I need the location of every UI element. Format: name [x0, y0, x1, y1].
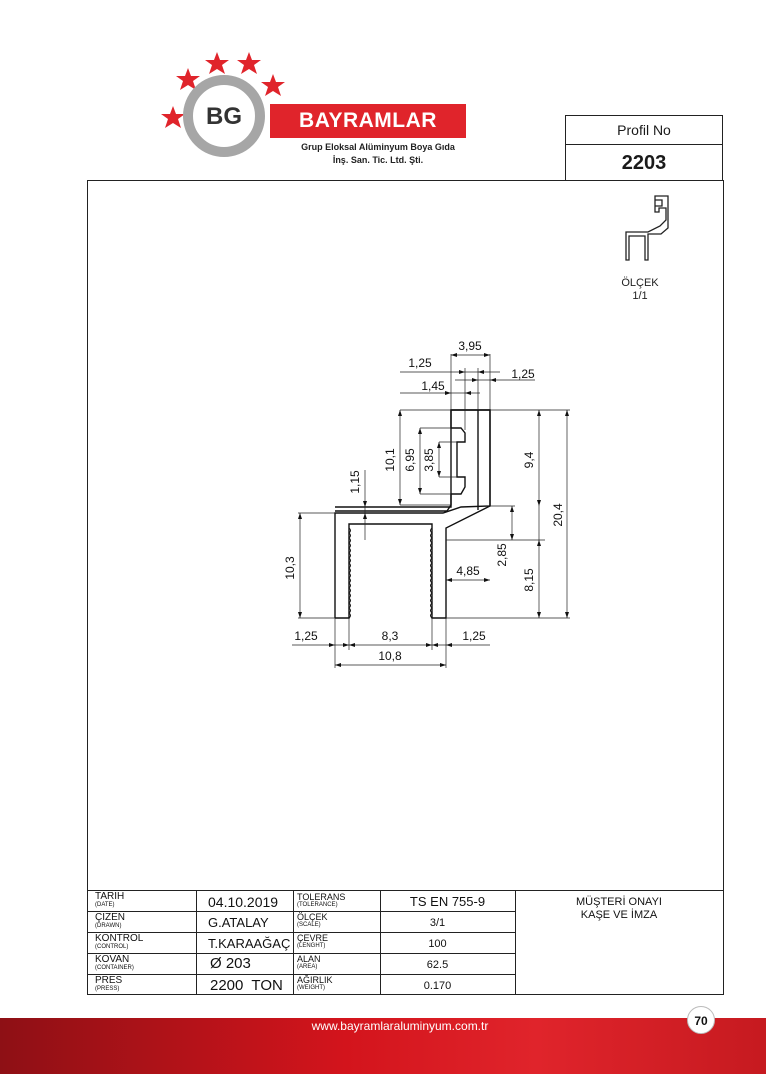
dim-1-25-bottom-left: 1,25 — [294, 629, 318, 643]
logo-stars — [161, 52, 285, 128]
dimension-lines — [292, 354, 570, 668]
tb-value-area: 62.5 — [426, 959, 449, 971]
drawing-frame — [87, 180, 724, 995]
tb-value-scale: 3/1 — [429, 917, 446, 929]
star-icon — [261, 74, 285, 96]
tb-label-press: PRES(PRESS) — [95, 975, 123, 993]
tb-label-area: ALAN(AREA) — [297, 954, 321, 971]
thumbnail-scale-label: ÖLÇEK — [621, 277, 659, 289]
profile-serration — [348, 527, 433, 619]
tb-label-date: TARİH(DATE) — [95, 891, 125, 909]
logo-ring — [183, 75, 265, 157]
tb-value-length: 100 — [428, 938, 447, 950]
tb-value-tolerance: TS EN 755-9 — [409, 894, 486, 909]
dim-2-85: 2,85 — [495, 543, 509, 567]
dim-1-25-bottom-right: 1,25 — [462, 629, 486, 643]
tb-value-control: T.KARAAĞAÇ — [208, 936, 291, 951]
company-logo: BG — [161, 52, 285, 157]
brand-name: BAYRAMLAR — [270, 104, 466, 138]
brand-subtitle-line1: Grup Eloksal Alüminyum Boya Gıda — [301, 142, 455, 152]
tb-value-container: Ø 203 — [210, 955, 251, 972]
profile-label: Profil No — [566, 116, 722, 145]
dim-10-3: 10,3 — [283, 556, 297, 580]
dim-3-85: 3,85 — [422, 448, 436, 472]
profile-number-box: Profil No 2203 — [565, 115, 723, 181]
profile-outer-contour — [334, 409, 491, 618]
approval-line1: MÜŞTERİ ONAYI — [576, 896, 662, 908]
dim-3-95: 3,95 — [458, 339, 482, 353]
profile-number: 2203 — [621, 152, 667, 174]
tb-value-drawn: G.ATALAY — [208, 915, 269, 930]
dim-6-95: 6,95 — [403, 448, 417, 472]
tb-label-scale: ÖLÇEK(SCALE) — [297, 912, 328, 929]
thumbnail-scale-value: 1/1 — [632, 290, 648, 302]
dim-1-15: 1,15 — [348, 470, 362, 494]
tb-label-control: KONTROL(CONTROL) — [95, 933, 144, 951]
dim-1-45: 1,45 — [421, 379, 445, 393]
approval-line2: KAŞE VE İMZA — [580, 909, 658, 921]
footer-website-link[interactable]: www.bayramlaraluminyum.com.tr — [311, 1019, 489, 1033]
dim-1-25-top-right: 1,25 — [511, 367, 535, 381]
dim-20-4: 20,4 — [551, 503, 565, 527]
tb-value-weight: 0.170 — [423, 980, 452, 992]
tb-label-drawn: ÇİZEN(DRAWN) — [95, 912, 125, 930]
brand-subtitle-line2: İnş. San. Tic. Ltd. Şti. — [332, 155, 424, 165]
star-icon — [161, 106, 185, 128]
star-icon — [176, 68, 200, 90]
customer-approval: MÜŞTERİ ONAYI KAŞE VE İMZA — [515, 896, 723, 922]
tb-label-weight: AĞIRLIK(WEIGHT) — [297, 975, 333, 992]
dimension-arrows — [298, 353, 569, 667]
dim-10-8: 10,8 — [378, 649, 402, 663]
dim-4-85: 4,85 — [456, 564, 480, 578]
profile-outline — [334, 409, 491, 619]
profile-body — [335, 409, 491, 619]
tb-label-container: KOVAN(CONTAINER) — [95, 954, 134, 972]
logo-initials: BG — [206, 103, 242, 130]
profile-thumbnail — [625, 195, 669, 261]
dim-10-1: 10,1 — [383, 448, 397, 472]
tb-label-tolerance: TOLERANS(TOLERANCE) — [297, 892, 346, 909]
dim-8-3: 8,3 — [382, 629, 399, 643]
footer-bar — [0, 1018, 766, 1074]
star-icon — [237, 52, 261, 74]
dim-9-4: 9,4 — [522, 451, 536, 468]
page-number: 70 — [687, 1006, 715, 1034]
tb-value-date: 04.10.2019 — [208, 894, 279, 910]
tb-label-length: ÇEVRE(LENGHT) — [297, 933, 329, 950]
star-icon — [205, 52, 229, 74]
tb-value-press: 2200 TON — [210, 977, 283, 994]
dim-1-25-top-left: 1,25 — [408, 356, 432, 370]
dim-8-15: 8,15 — [522, 568, 536, 592]
